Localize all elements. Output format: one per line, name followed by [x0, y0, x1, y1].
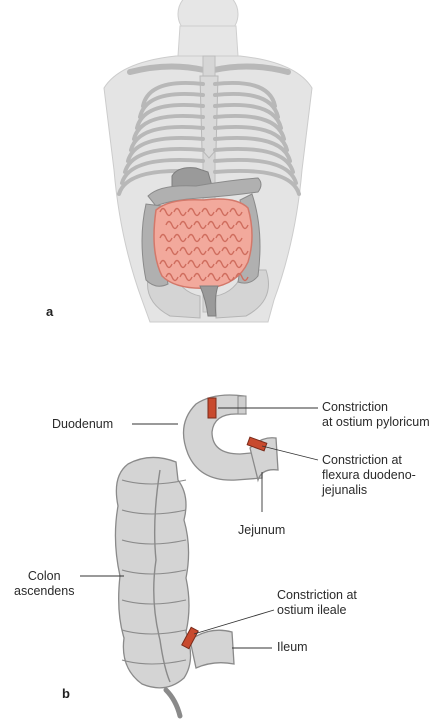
- rib: [129, 124, 205, 152]
- intestine-coil: [215, 233, 229, 243]
- intestine-coil: [187, 207, 201, 217]
- rib: [120, 157, 205, 185]
- intestine-coil: [165, 246, 179, 256]
- rib: [213, 124, 289, 152]
- label-colon-ascendens: Colon ascendens: [14, 569, 74, 599]
- intestine-coil: [235, 246, 249, 256]
- torso-illustration: [103, 0, 313, 323]
- intestine-coil: [207, 272, 221, 282]
- rib: [141, 81, 205, 108]
- label-colon-ascendens-line2: ascendens: [14, 584, 75, 598]
- panel-letter-b: b: [62, 686, 70, 701]
- intestine-coil: [187, 233, 201, 243]
- intestine-coil: [201, 207, 215, 217]
- colon-haustra: [121, 479, 187, 665]
- haustrum-fold: [121, 569, 187, 575]
- rib: [213, 168, 301, 196]
- haustrum-fold: [121, 479, 187, 485]
- label-jejunum: Jejunum: [238, 523, 286, 537]
- panel-letter-a: a: [46, 304, 54, 319]
- rib: [213, 81, 277, 108]
- intestine-coil: [159, 233, 173, 243]
- rib: [213, 135, 292, 163]
- label-constriction-flexura-line3: jejunalis: [322, 483, 368, 497]
- duodenum-tube: [182, 394, 263, 481]
- rib: [213, 92, 280, 119]
- intestine-coil: [179, 272, 193, 282]
- intestine-coil: [193, 246, 207, 256]
- haustrum-fold: [121, 599, 187, 605]
- clavicle-right: [211, 63, 291, 75]
- rectum: [199, 285, 219, 317]
- intestine-coil: [207, 220, 221, 230]
- constriction-pyloricum-mark: [207, 397, 217, 419]
- label-constriction-pyloricum: Constriction at ostium pyloricum: [322, 400, 430, 430]
- ileum-tube: [189, 629, 235, 669]
- intestine-coil: [193, 272, 207, 282]
- rib: [213, 146, 295, 174]
- rib: [123, 146, 205, 174]
- label-constriction-flexura-line1: Constriction at: [322, 453, 402, 467]
- transverse-colon: [147, 177, 262, 207]
- haustrum-fold: [121, 629, 187, 635]
- rib: [213, 102, 283, 130]
- label-duodenum: Duodenum: [52, 417, 114, 431]
- haustrum-fold: [121, 509, 187, 515]
- appendix: [163, 687, 183, 719]
- intestine-coil: [215, 259, 229, 269]
- intestine-coil: [221, 246, 235, 256]
- rib-cage: [117, 81, 301, 196]
- intestine-coil: [159, 259, 173, 269]
- label-constriction-ileale-line2: ostium ileale: [277, 603, 347, 617]
- neck-shape: [177, 25, 239, 57]
- intestine-coil: [193, 220, 207, 230]
- intestine-coil: [173, 233, 187, 243]
- label-constriction-pyloricum-line1: Constriction: [322, 400, 388, 414]
- intestine-coil: [179, 220, 193, 230]
- label-colon-ascendens-line1: Colon: [27, 569, 61, 583]
- duodenum-pylorus-segment: [237, 395, 247, 415]
- intestine-coil: [221, 220, 235, 230]
- intestine-coil: [229, 259, 243, 269]
- leader-flexura: [261, 445, 319, 461]
- rib: [213, 157, 298, 185]
- intestine-coil: [173, 207, 187, 217]
- label-constriction-flexura-line2: flexura duodeno-: [322, 468, 416, 482]
- colon-ascendens-tube: [114, 456, 192, 689]
- intestine-coil: [187, 259, 201, 269]
- rib: [135, 102, 205, 130]
- haustrum-fold: [121, 539, 187, 545]
- intestine-coil: [221, 272, 235, 282]
- intestine-coil: [229, 207, 243, 217]
- haustrum-fold: [121, 659, 187, 665]
- rib: [138, 92, 205, 119]
- bowel-schematic: [80, 394, 319, 719]
- intestine-coil: [207, 246, 221, 256]
- intestine-coil: [201, 259, 215, 269]
- intestine-coil: [173, 259, 187, 269]
- intestine-coil: [215, 207, 229, 217]
- rib: [213, 113, 286, 141]
- label-ileum: Ileum: [277, 640, 308, 654]
- clavicle-left: [127, 63, 207, 75]
- taenia-coli: [153, 469, 171, 683]
- intestine-coil: [201, 233, 215, 243]
- label-constriction-ileale-line1: Constriction at: [277, 588, 357, 602]
- label-constriction-ileale: Constriction at ostium ileale: [277, 588, 357, 618]
- intestine-coil: [159, 207, 173, 217]
- intestine-coil: [165, 272, 179, 282]
- intestine-coil: [229, 233, 243, 243]
- rib: [126, 135, 205, 163]
- rib: [132, 113, 205, 141]
- leader-ileale: [193, 609, 275, 635]
- label-constriction-flexura: Constriction at flexura duodeno- jejunal…: [322, 453, 416, 498]
- constriction-ileale-mark: [181, 626, 199, 650]
- intestine-coil: [235, 272, 249, 282]
- intestine-coil: [165, 220, 179, 230]
- intestinal-coils: [159, 207, 249, 282]
- intestine-coil: [235, 220, 249, 230]
- label-constriction-pyloricum-line2: at ostium pyloricum: [322, 415, 430, 429]
- intestine-coil: [179, 246, 193, 256]
